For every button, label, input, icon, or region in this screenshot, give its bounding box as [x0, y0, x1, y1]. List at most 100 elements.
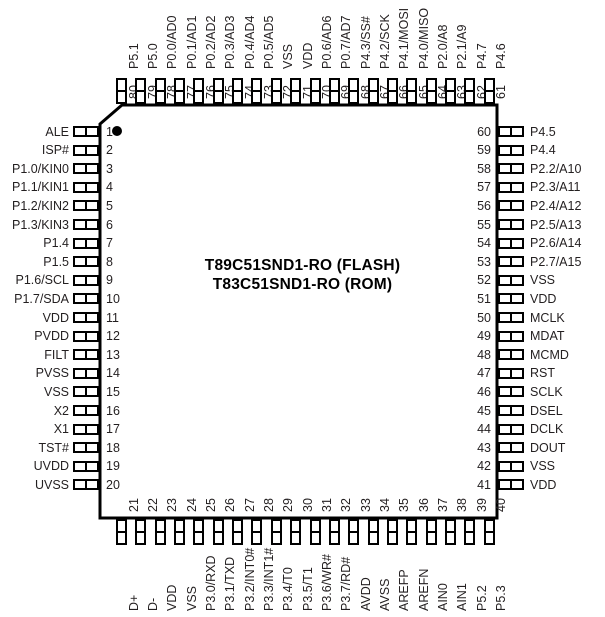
pin-label[interactable]: P5.2: [474, 585, 489, 611]
pin-number[interactable]: 47: [477, 366, 491, 381]
pin-label[interactable]: P4.0/MISO: [416, 7, 431, 69]
pin-lead[interactable]: [73, 479, 99, 491]
lead-divider[interactable]: [85, 330, 87, 342]
pin-lead[interactable]: [309, 519, 321, 545]
pin-label[interactable]: ISP#: [41, 143, 69, 158]
pin-lead[interactable]: [73, 200, 99, 212]
lead-divider[interactable]: [483, 90, 495, 92]
pin-label[interactable]: P0.6/AD6: [320, 15, 334, 69]
lead-divider[interactable]: [348, 90, 360, 92]
lead-divider[interactable]: [85, 144, 87, 156]
lead-divider[interactable]: [85, 274, 87, 286]
pin-lead[interactable]: [73, 126, 99, 137]
pin-number[interactable]: 45: [477, 403, 491, 418]
lead-divider[interactable]: [232, 531, 244, 533]
pin-label[interactable]: AIN1: [455, 583, 470, 611]
pin-label[interactable]: P3.0/RXD: [203, 555, 218, 611]
pin-label[interactable]: P2.4/A12: [530, 198, 582, 213]
lead-divider[interactable]: [510, 163, 512, 175]
lead-divider[interactable]: [510, 144, 512, 156]
pin-number[interactable]: 31: [320, 498, 334, 512]
pin-label[interactable]: VDD: [530, 291, 557, 306]
lead-divider[interactable]: [135, 90, 147, 92]
lead-divider[interactable]: [386, 531, 398, 533]
pin-label[interactable]: VDD: [42, 310, 69, 325]
pin-number[interactable]: 9: [106, 273, 113, 288]
pin-lead[interactable]: [498, 479, 524, 491]
pin-number[interactable]: 39: [474, 498, 489, 512]
lead-divider[interactable]: [510, 237, 512, 249]
pin-lead[interactable]: [251, 78, 263, 104]
lead-divider[interactable]: [270, 90, 282, 92]
pin-label[interactable]: RST: [530, 366, 555, 381]
pin-number[interactable]: 51: [477, 291, 491, 306]
pin-lead[interactable]: [73, 330, 99, 342]
pin-lead[interactable]: [251, 519, 263, 545]
pin-lead[interactable]: [232, 519, 244, 545]
pin-lead[interactable]: [193, 78, 205, 104]
pin-number[interactable]: 40: [494, 498, 509, 512]
pin-number[interactable]: 35: [397, 498, 412, 512]
pin-label[interactable]: P3.1/TXD: [223, 556, 238, 611]
lead-divider[interactable]: [154, 531, 166, 533]
pin-label[interactable]: AREFP: [397, 569, 412, 611]
pin-label[interactable]: P1.3/KIN3: [12, 217, 69, 232]
pin-label[interactable]: P3.6/WR#: [320, 554, 334, 611]
pin-lead[interactable]: [73, 274, 99, 286]
pin-lead[interactable]: [212, 78, 224, 104]
pin-number[interactable]: 33: [358, 498, 373, 512]
pin-label[interactable]: P2.7/A15: [530, 254, 582, 269]
pin-lead[interactable]: [154, 78, 166, 104]
pin-label[interactable]: P0.0/AD0: [165, 15, 180, 69]
pin-label[interactable]: MCLK: [530, 310, 565, 325]
lead-divider[interactable]: [510, 442, 512, 454]
pin-number[interactable]: 43: [477, 440, 491, 455]
lead-divider[interactable]: [85, 349, 87, 361]
pin-lead[interactable]: [498, 367, 524, 379]
pin-lead[interactable]: [498, 386, 524, 398]
pin-lead[interactable]: [367, 519, 379, 545]
pin-number[interactable]: 18: [106, 440, 120, 455]
pin-lead[interactable]: [444, 519, 456, 545]
pin-lead[interactable]: [212, 519, 224, 545]
pin-label[interactable]: VDD: [165, 584, 180, 611]
pin-lead[interactable]: [174, 519, 186, 545]
pin-number[interactable]: 30: [300, 498, 315, 512]
pin-number[interactable]: 53: [477, 254, 491, 269]
pin-lead[interactable]: [498, 126, 524, 137]
pin-number[interactable]: 59: [477, 143, 491, 158]
pin-label[interactable]: P0.2/AD2: [203, 15, 218, 69]
pin-label[interactable]: P3.7/RD#: [339, 556, 354, 611]
pin-label[interactable]: P4.5: [530, 124, 556, 139]
pin-lead[interactable]: [328, 519, 340, 545]
pin-lead[interactable]: [348, 78, 360, 104]
pin-number[interactable]: 26: [223, 498, 238, 512]
pin-label[interactable]: VDD: [300, 42, 315, 69]
pin-lead[interactable]: [483, 78, 495, 104]
lead-divider[interactable]: [251, 531, 263, 533]
pin-lead[interactable]: [73, 442, 99, 454]
pin-number[interactable]: 7: [106, 236, 113, 251]
lead-divider[interactable]: [425, 531, 437, 533]
pin-label[interactable]: AVDD: [358, 577, 373, 611]
lead-divider[interactable]: [510, 386, 512, 398]
pin-lead[interactable]: [135, 78, 147, 104]
lead-divider[interactable]: [386, 90, 398, 92]
pin-lead[interactable]: [270, 519, 282, 545]
pin-lead[interactable]: [73, 237, 99, 249]
pin-lead[interactable]: [464, 78, 476, 104]
pin-number[interactable]: 28: [261, 498, 276, 512]
lead-divider[interactable]: [510, 349, 512, 361]
pin-number[interactable]: 23: [165, 498, 180, 512]
lead-divider[interactable]: [174, 531, 186, 533]
pin-number[interactable]: 56: [477, 198, 491, 213]
pin-number[interactable]: 5: [106, 198, 113, 213]
pin-number[interactable]: 17: [106, 422, 120, 437]
pin-lead[interactable]: [367, 78, 379, 104]
pin-label[interactable]: ALE: [45, 124, 69, 139]
pin-lead[interactable]: [498, 293, 524, 305]
lead-divider[interactable]: [270, 531, 282, 533]
lead-divider[interactable]: [116, 531, 127, 533]
pin-number[interactable]: 2: [106, 143, 113, 158]
pin-lead[interactable]: [498, 330, 524, 342]
